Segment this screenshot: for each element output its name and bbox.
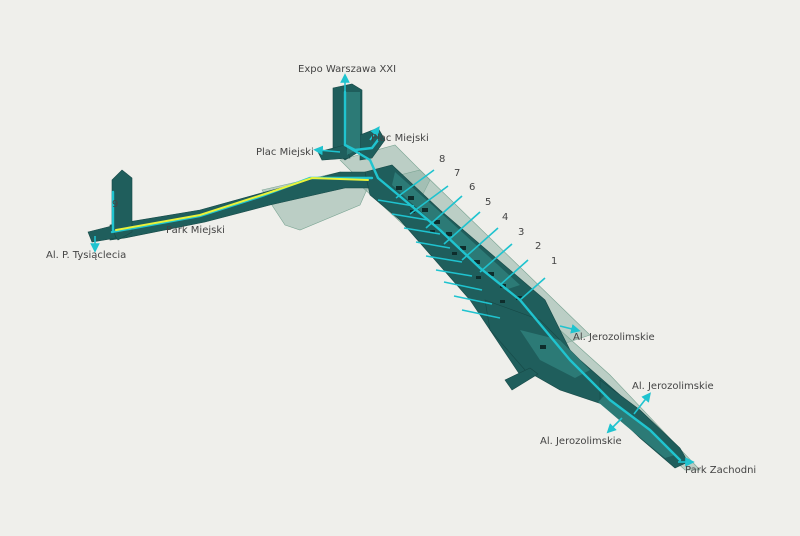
label-plac-miejski-left: Plac Miejski	[256, 147, 314, 158]
platform-number-9: 9	[112, 199, 118, 210]
route-highlight	[115, 176, 369, 231]
exit-arrows	[90, 73, 695, 467]
platform-number-3: 3	[518, 227, 524, 238]
label-jerozolimskie-2: Al. Jerozolimskie	[632, 381, 714, 392]
label-plac-miejski-right: Plac Miejski	[371, 133, 429, 144]
platform-number-7: 7	[454, 168, 460, 179]
label-tysiaclecia: Al. P. Tysiąclecia	[46, 250, 126, 261]
platform-numbers: 1 2 3 4 5 6 7 8 9	[112, 154, 557, 267]
label-jerozolimskie-3: Al. Jerozolimskie	[540, 436, 622, 447]
label-expo: Expo Warszawa XXI	[298, 64, 396, 75]
platform-exits	[377, 169, 546, 319]
label-park-zachodni: Park Zachodni	[685, 465, 756, 476]
place-labels: Expo Warszawa XXI Plac Miejski Plac Miej…	[46, 64, 756, 476]
platform-number-4: 4	[502, 212, 508, 223]
platform-number-5: 5	[485, 197, 491, 208]
platform-number-8: 8	[439, 154, 445, 165]
platform-number-2: 2	[535, 241, 541, 252]
label-jerozolimskie-1: Al. Jerozolimskie	[573, 332, 655, 343]
platform-number-1: 1	[551, 256, 557, 267]
label-park-miejski: Park Miejski	[166, 225, 225, 236]
structure-faces	[345, 92, 675, 458]
platform-number-6: 6	[469, 182, 475, 193]
